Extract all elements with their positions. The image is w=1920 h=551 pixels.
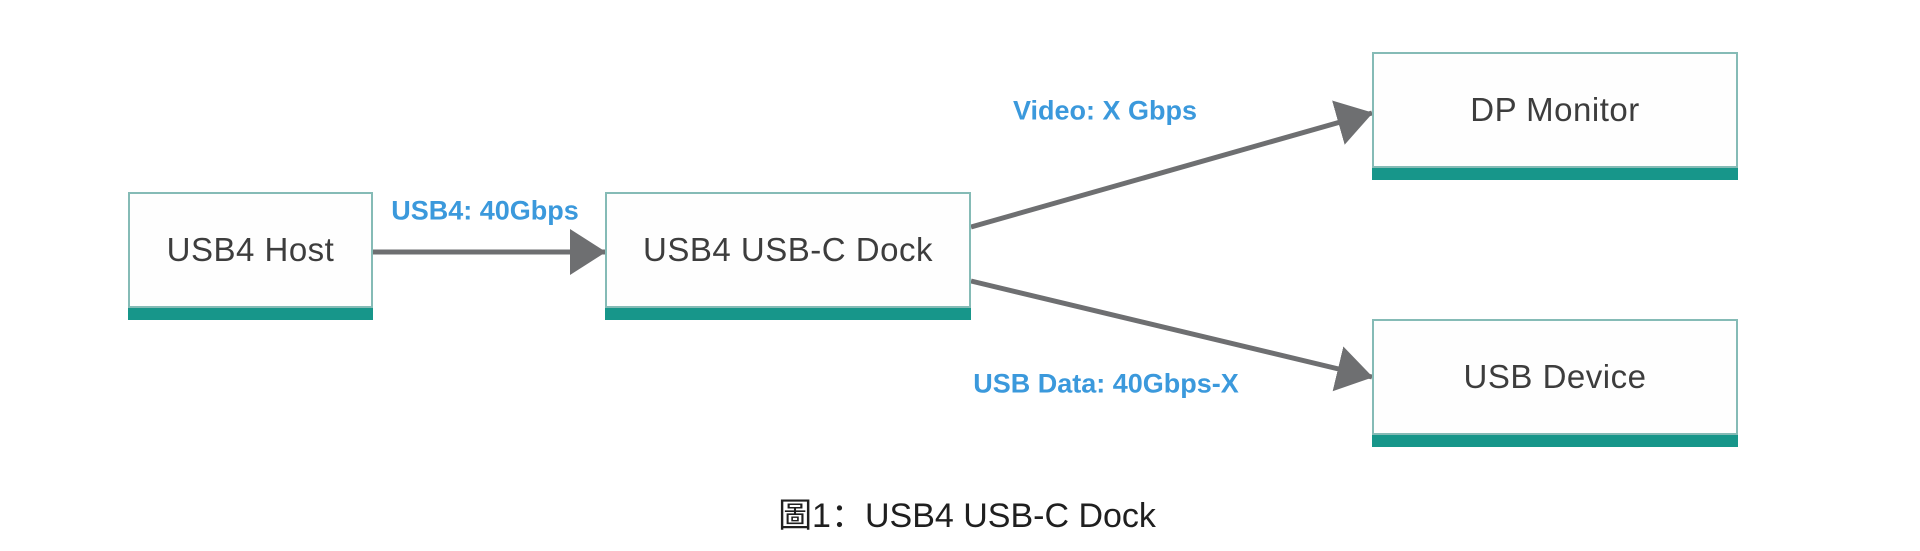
edge-label-usb-data-40gbps-x: USB Data: 40Gbps-X (973, 368, 1239, 399)
node-usb4-host-body: USB4 Host (128, 192, 373, 308)
edge-label-video-x-gbps: Video: X Gbps (1012, 95, 1198, 126)
node-usb4-usbc-dock-body: USB4 USB-C Dock (605, 192, 971, 308)
node-usb-device-label: USB Device (1463, 358, 1647, 395)
node-dp-monitor: DP Monitor (1372, 52, 1738, 180)
node-dp-monitor-label: DP Monitor (1470, 91, 1640, 128)
node-usb4-usbc-dock-label: USB4 USB-C Dock (643, 231, 933, 268)
node-underline (605, 308, 971, 320)
node-usb-device: USB Device (1372, 319, 1738, 447)
node-dp-monitor-body: DP Monitor (1372, 52, 1738, 168)
edge-dock-to-device (970, 278, 1373, 392)
node-usb4-host: USB4 Host (128, 192, 373, 320)
node-underline (1372, 435, 1738, 447)
edge-dock-to-monitor (970, 100, 1373, 230)
node-underline (1372, 168, 1738, 180)
node-usb4-usbc-dock: USB4 USB-C Dock (605, 192, 971, 320)
node-usb-device-body: USB Device (1372, 319, 1738, 435)
figure-caption: 圖1：USB4 USB-C Dock (778, 497, 1156, 535)
node-usb4-host-label: USB4 Host (166, 231, 335, 268)
edge-label-usb4-40gbps: USB4: 40Gbps (391, 195, 579, 226)
node-underline (128, 308, 373, 320)
